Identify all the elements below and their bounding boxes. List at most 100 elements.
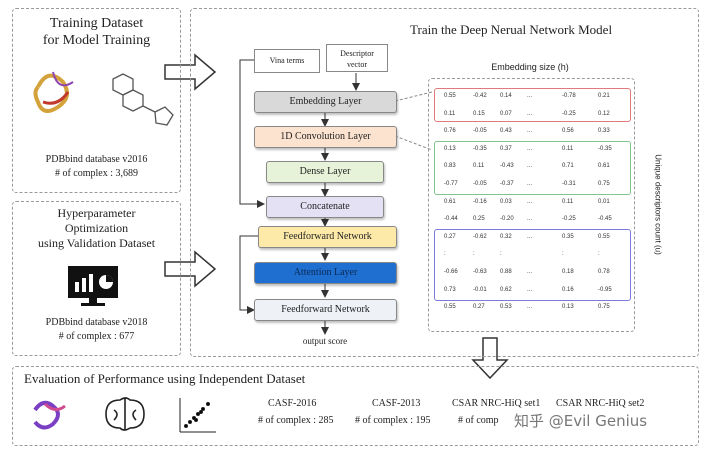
dense-layer: Dense Layer <box>266 161 384 183</box>
matrix-cell: -0.66 <box>444 269 458 275</box>
brain-icon <box>105 397 145 431</box>
matrix-cell: 0.07 <box>500 110 512 117</box>
matrix-cell: -0.44 <box>444 216 458 223</box>
embedding-size-label: Embedding size (h) <box>491 62 569 72</box>
matrix-cell: ... <box>527 181 533 187</box>
matrix-cell: -0.25 <box>562 216 576 223</box>
descriptor-vector-box: Descriptor vector <box>326 44 388 72</box>
training-count-label: # of complex : 3,689 <box>54 168 139 179</box>
matrix-cell: 0.43 <box>500 128 512 135</box>
matrix-cell: ... <box>527 286 533 293</box>
matrix-cell: : <box>444 251 446 258</box>
protein-icon <box>33 400 66 430</box>
hyperparameter-panel: Hyperparameter Optimization using Valida… <box>12 201 181 356</box>
hyperparameter-title: Hyperparameter Optimization using Valida… <box>37 206 156 250</box>
matrix-cell: 0.03 <box>500 198 512 205</box>
set-name-3: CSAR NRC-HiQ set2 <box>556 398 645 409</box>
matrix-cell: 0.33 <box>598 128 610 135</box>
concatenate-layer: Concatenate <box>266 196 384 218</box>
matrix-cell: 0.71 <box>562 163 574 170</box>
matrix-cell: -0.37 <box>500 181 514 187</box>
matrix-cell: 0.25 <box>473 216 485 223</box>
feedforward-layer-1: Feedforward Network <box>258 226 397 248</box>
matrix-cell: 0.61 <box>444 198 456 205</box>
protein-ligand-icon <box>33 71 174 126</box>
matrix-cell: -0.77 <box>444 181 458 187</box>
scatter-plot-icon <box>179 398 216 433</box>
matrix-cell: 0.83 <box>444 163 456 170</box>
validation-db-label: PDBbind database v2018 <box>45 317 148 328</box>
training-dataset-panel: Training Dataset for Model Training PDBb… <box>12 8 181 193</box>
matrix-cell: 0.11 <box>444 110 456 117</box>
arrow-down-icon <box>471 337 509 380</box>
feedforward-layer-2: Feedforward Network <box>254 299 397 321</box>
evaluation-panel <box>12 366 699 446</box>
matrix-cell: 0.11 <box>473 163 485 170</box>
matrix-cell: ... <box>527 269 533 275</box>
matrix-cell: 0.11 <box>562 198 574 205</box>
output-score-label: output score <box>302 336 348 346</box>
matrix-cell: ... <box>527 93 533 99</box>
set-count-2: # of comp <box>458 415 499 426</box>
matrix-cell: 0.15 <box>473 110 485 117</box>
evaluation-title: Evaluation of Performance using Independ… <box>24 371 306 386</box>
validation-count-label: # of complex : 677 <box>58 331 135 342</box>
matrix-cell: -0.25 <box>562 110 576 117</box>
matrix-cell: : <box>500 251 502 258</box>
matrix-cell: 0.18 <box>562 269 574 275</box>
set-name-2: CSAR NRC-HiQ set1 <box>452 398 541 409</box>
watermark: 知乎 @Evil Genius <box>514 412 648 430</box>
matrix-cell: -0.78 <box>562 93 576 99</box>
embedding-layer: Embedding Layer <box>254 91 397 113</box>
matrix-cell: 0.75 <box>598 304 610 311</box>
matrix-cell: -0.62 <box>473 233 487 240</box>
matrix-cell: 0.16 <box>562 286 574 293</box>
matrix-cell: 0.01 <box>598 198 610 205</box>
matrix-cell: 0.13 <box>562 304 574 311</box>
matrix-cell: 0.55 <box>444 304 456 311</box>
matrix-cell: -0.35 <box>473 145 487 152</box>
matrix-cell: -0.45 <box>598 216 612 223</box>
set-name-0: CASF-2016 <box>268 398 317 409</box>
matrix-cell: -0.95 <box>598 286 612 293</box>
matrix-cell: 0.14 <box>500 93 512 99</box>
matrix-cell: 0.62 <box>500 286 512 293</box>
matrix-cell: 0.27 <box>473 304 485 311</box>
matrix-cell: ... <box>527 145 533 152</box>
matrix-cell: 0.78 <box>598 269 610 275</box>
conv1d-layer: 1D Convolution Layer <box>254 126 397 148</box>
matrix-cell: 0.12 <box>598 110 610 117</box>
matrix-cell: -0.20 <box>500 216 514 223</box>
matrix-cell: 0.61 <box>598 163 610 170</box>
matrix-cell: : <box>473 251 475 258</box>
matrix-cell: -0.01 <box>473 286 487 293</box>
matrix-cell: 0.32 <box>500 233 512 240</box>
matrix-cell: 0.27 <box>444 233 456 240</box>
attention-layer: Attention Layer <box>254 262 397 284</box>
matrix-cell: -0.35 <box>598 145 612 152</box>
matrix-cell: ... <box>527 110 533 117</box>
train-model-panel <box>190 8 699 357</box>
embedding-matrix <box>428 78 635 332</box>
set-count-0: # of complex : 285 <box>258 415 334 426</box>
matrix-block-red <box>434 88 631 122</box>
monitor-chart-icon <box>68 266 118 306</box>
matrix-cell: -0.05 <box>473 181 487 187</box>
matrix-cell: 0.11 <box>562 145 574 152</box>
matrix-block-green <box>434 141 631 195</box>
matrix-cell: 0.55 <box>598 233 610 240</box>
matrix-cell: 0.56 <box>562 128 574 135</box>
matrix-cell: 0.37 <box>500 145 512 152</box>
matrix-cell: -0.42 <box>473 93 487 99</box>
vina-terms-box: Vina terms <box>254 49 320 73</box>
set-count-1: # of complex : 195 <box>355 415 431 426</box>
matrix-cell: ... <box>527 128 533 135</box>
matrix-block-purple <box>434 229 631 301</box>
matrix-cell: ... <box>527 233 533 240</box>
matrix-cell: 0.13 <box>444 145 456 152</box>
training-dataset-title: Training Dataset for Model Training <box>42 16 151 48</box>
train-model-title: Train the Deep Nerual Network Model <box>410 22 613 37</box>
matrix-cell: -0.43 <box>500 163 514 170</box>
matrix-cell: -0.63 <box>473 269 487 275</box>
